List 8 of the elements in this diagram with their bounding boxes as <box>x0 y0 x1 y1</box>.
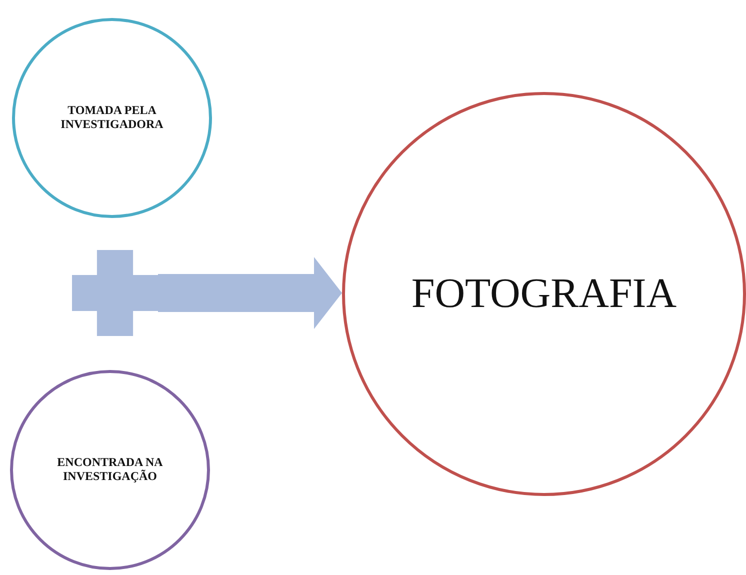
circle-node <box>12 18 212 218</box>
circle-node <box>342 92 746 496</box>
block-arrow <box>158 257 342 329</box>
circle-label: ENCONTRADA NA INVESTIGAÇÃO <box>56 456 164 484</box>
plus-sign <box>72 250 158 336</box>
circle-label: FOTOGRAFIA <box>411 270 677 318</box>
circle-label: TOMADA PELA INVESTIGADORA <box>60 104 164 132</box>
circle-node <box>10 370 210 570</box>
